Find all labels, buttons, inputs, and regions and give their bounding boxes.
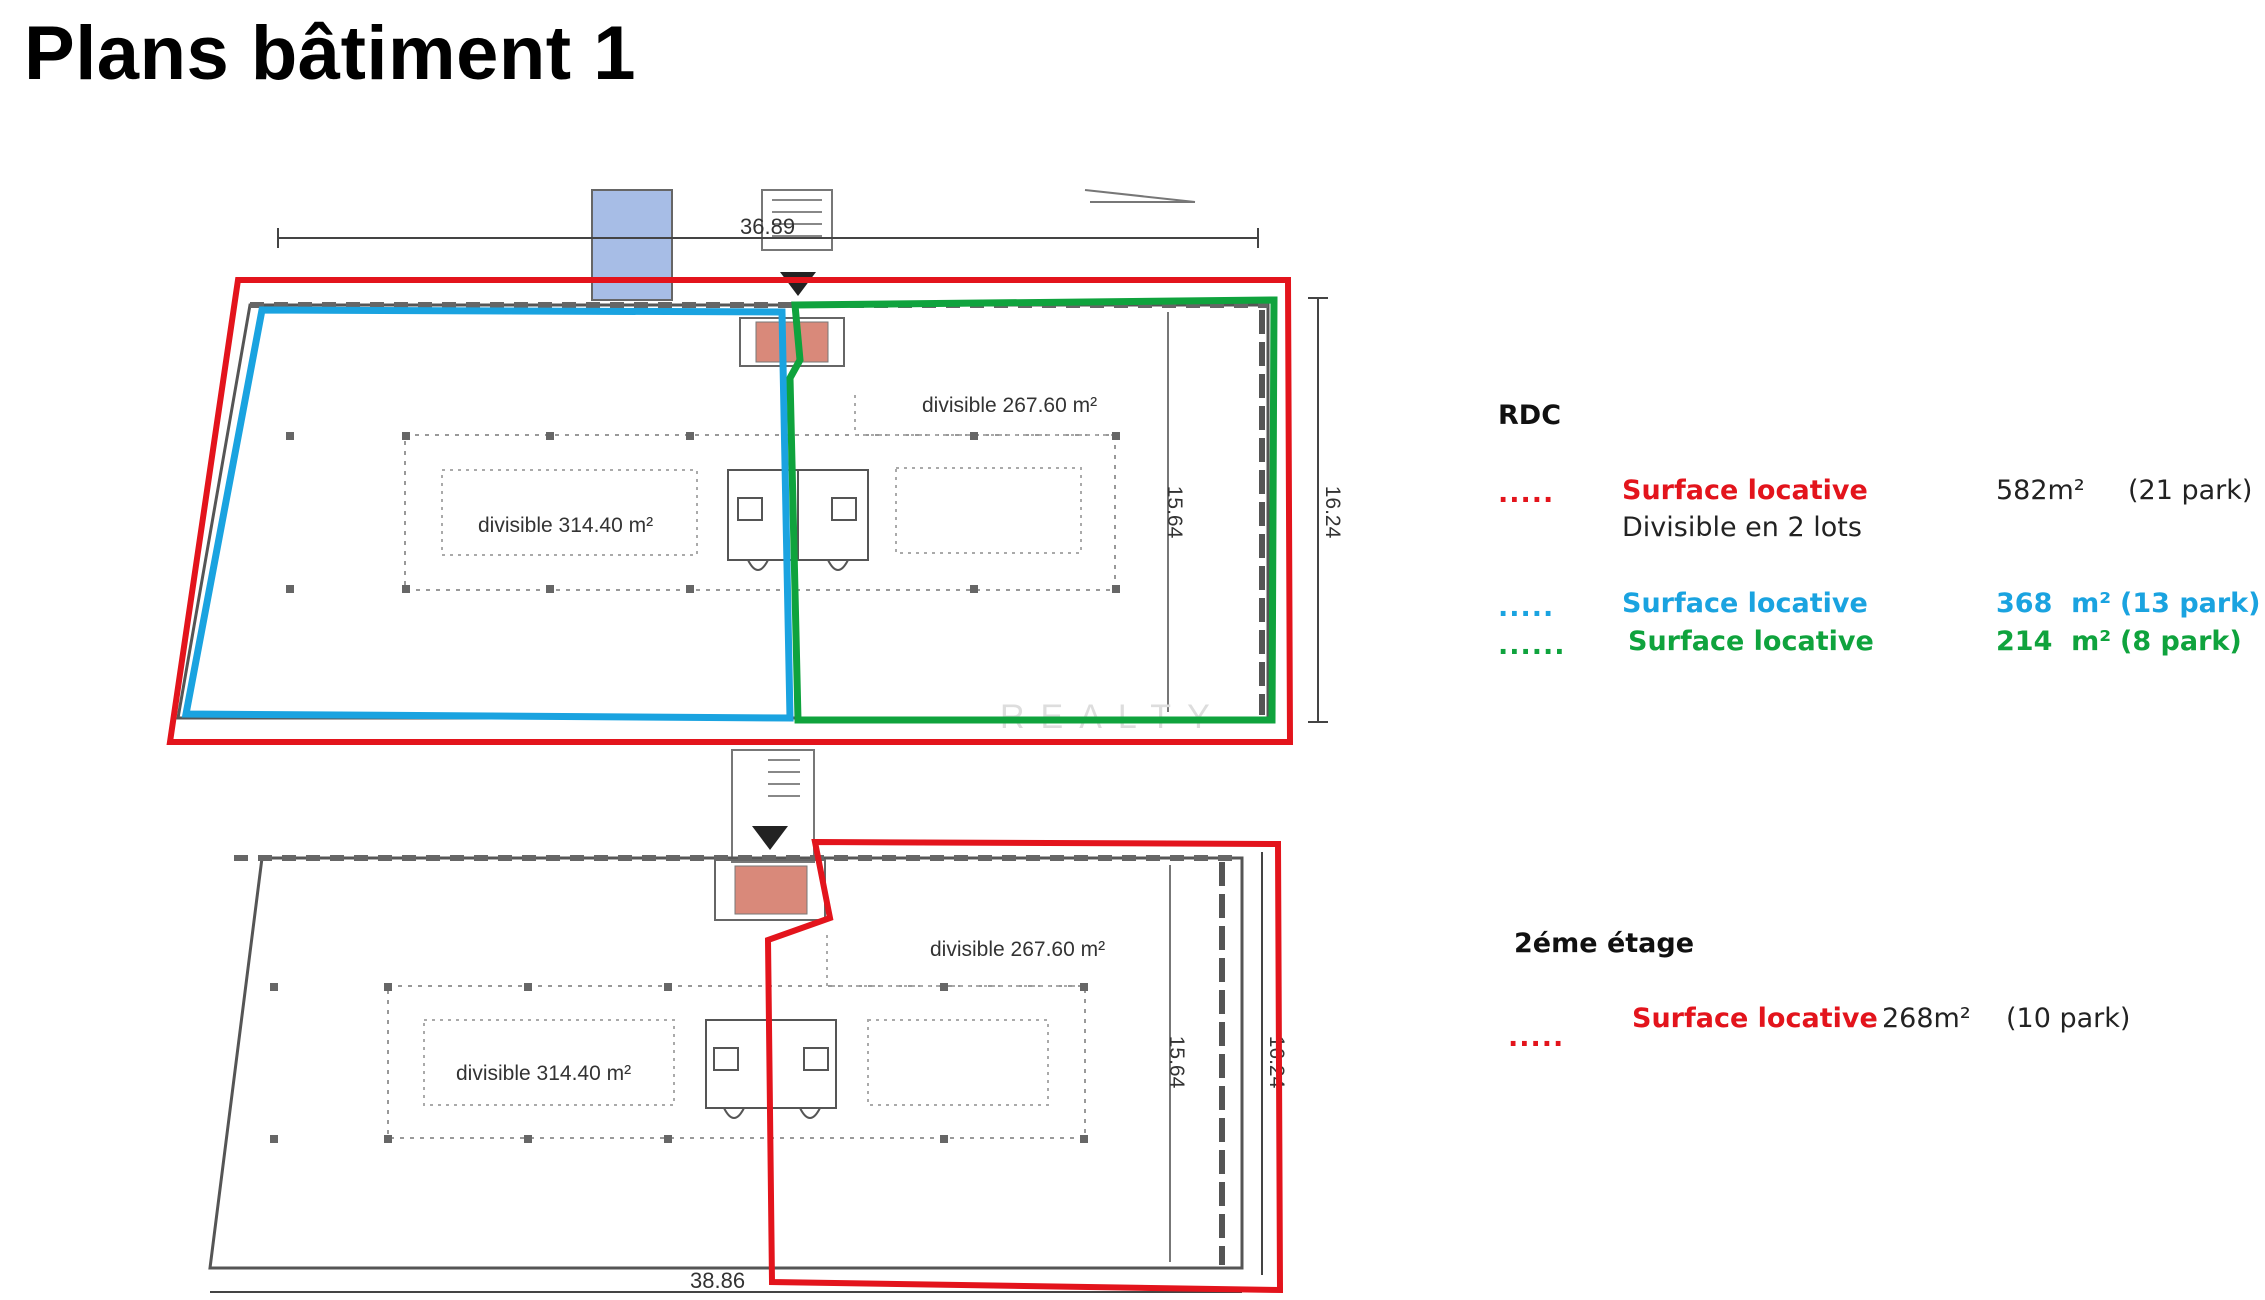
legend-label: Surface locative xyxy=(1628,626,1874,657)
legend-heading: 2éme étage xyxy=(1514,928,1695,959)
stair-arrow-icon xyxy=(752,826,788,850)
building-outline xyxy=(176,303,1270,720)
legend-park: (13 park) xyxy=(2120,588,2261,619)
legend-area: 214 m² xyxy=(1996,626,2112,657)
stair-link xyxy=(731,749,815,863)
toilets xyxy=(727,469,869,571)
legend-area: 268m² xyxy=(1882,1003,1971,1034)
area-right: divisible 267.60 m² xyxy=(922,394,1097,417)
plan-rdc: 36.89 divisible 314.40 m² xyxy=(166,189,1344,745)
marker-dots: ...... xyxy=(1498,630,1566,661)
dimension-depth-outer: 16.24 xyxy=(1321,486,1344,539)
stair-top xyxy=(761,189,833,251)
lot-outline-red xyxy=(764,838,1284,1294)
marker-dots: ..... xyxy=(1498,592,1555,623)
window-strip xyxy=(591,189,673,301)
legend-area: 368 m² xyxy=(1996,588,2112,619)
legend-row-blue: ..... xyxy=(1498,592,1554,623)
columns xyxy=(286,432,1120,593)
marker-dots: ..... xyxy=(1508,1022,1565,1053)
area-left: divisible 314.40 m² xyxy=(456,1062,631,1085)
circulation-line xyxy=(387,985,1086,1139)
legend-label: Surface locative xyxy=(1622,588,1868,619)
legend-label: Surface locative xyxy=(1622,475,1868,506)
legend-label: Surface locative xyxy=(1632,1003,1878,1034)
columns xyxy=(270,983,1088,1143)
dimension-length: 36.89 xyxy=(740,214,795,239)
dimension-depth-inner: 15.64 xyxy=(1163,486,1186,539)
legend-row-green: ...... xyxy=(1498,630,1566,661)
dimension-length: 38.86 xyxy=(690,1268,745,1293)
area-left: divisible 314.40 m² xyxy=(478,514,653,537)
legend-note: Divisible en 2 lots xyxy=(1622,512,1862,543)
legend-row-red: ..... xyxy=(1498,478,1554,509)
lot-outline-red xyxy=(166,277,1294,745)
lot-outline-green xyxy=(786,296,1278,724)
legend-row-red: ..... xyxy=(1508,1022,1564,1053)
circulation-line xyxy=(404,434,1116,591)
page-title: Plans bâtiment 1 xyxy=(24,11,636,96)
legend-park: (10 park) xyxy=(2006,1003,2131,1034)
marker-dots: ..... xyxy=(1498,478,1555,509)
legend-park: (21 park) xyxy=(2128,475,2253,506)
stair-core xyxy=(739,317,845,367)
legend-park: (8 park) xyxy=(2120,626,2242,657)
legend-heading: RDC xyxy=(1498,400,1562,431)
plan-etage: divisible 314.40 m² divisible 267.60 m² … xyxy=(208,838,1288,1294)
area-right: divisible 267.60 m² xyxy=(930,938,1105,961)
dimension-depth-inner: 15.64 xyxy=(1165,1036,1188,1089)
entry-arrow-icon xyxy=(780,272,816,296)
legend-area: 582m² xyxy=(1996,475,2085,506)
lot-outline-blue xyxy=(181,306,794,722)
